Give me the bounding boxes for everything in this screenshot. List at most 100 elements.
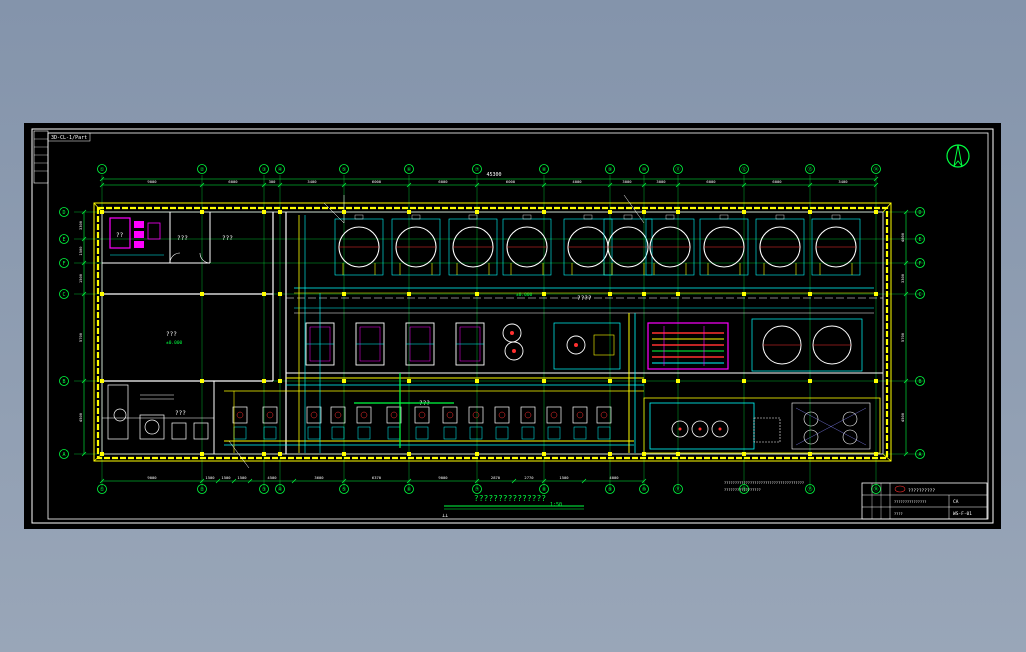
column-mark [475,452,479,456]
main-room-elevation: ±0.000 [516,292,533,298]
column-mark [874,292,878,296]
column-mark [542,292,546,296]
dimension-label: 3400 [838,179,848,184]
column-mark [407,210,411,214]
column-mark [608,292,612,296]
axis-bubble-label: ① [100,167,105,173]
column-mark [200,292,204,296]
dosing-unit [232,406,248,424]
column-mark [642,292,646,296]
overall-dimension-label: 45300 [486,172,501,178]
column-mark [100,292,104,296]
header-tag-block: 3D-CL-1/Part [33,130,91,184]
axis-bubble [871,164,881,174]
dimension-label: 1500 [237,475,247,480]
axis-bubble [539,164,549,174]
axis-bubble-label: ⑨ [608,167,613,173]
axis-bubble [404,164,414,174]
axis-bubble-label: ① [100,487,105,493]
axis-bubble [805,484,815,494]
axis-bubble [605,484,615,494]
axis-bubble [472,164,482,174]
axis-bubble [97,164,107,174]
dosing-unit [262,406,278,424]
dimension-label: 9000 [147,179,157,184]
dimension-label: 4000 [572,179,582,184]
right-mid-tanks [751,318,863,372]
dimension-label: 6000 [228,179,238,184]
dosing-unit [494,406,510,424]
column-mark [742,379,746,383]
axis-bubble [673,484,683,494]
dimension-label: 6000 [438,179,448,184]
dimension-label: 4000 [609,475,619,480]
column-mark [342,210,346,214]
column-mark [342,379,346,383]
column-mark [407,292,411,296]
column-mark [874,379,878,383]
column-mark [808,292,812,296]
scale-note: 1:50 [550,502,562,508]
dosing-unit [442,406,458,424]
column-mark [742,452,746,456]
axis-bubble [197,484,207,494]
column-mark [608,210,612,214]
axis-bubble-label: ③ [262,487,267,493]
piping-network [224,194,874,469]
axis-bubble [915,258,925,268]
dosing-unit [572,406,588,424]
title-stage: ???? [894,512,903,516]
axis-bubble-label: E [62,237,65,243]
inner-frame [47,132,989,520]
column-mark [262,210,266,214]
column-mark [475,292,479,296]
column-mark [407,379,411,383]
axis-bubble-label: ③ [262,167,267,173]
axis-bubble-label: C [62,292,65,298]
axis-bubble-label: ④ [278,167,283,173]
column-mark [262,292,266,296]
axis-bubble [915,449,925,459]
axis-bubble-label: ④ [278,487,283,493]
dimension-label: 3000 [622,179,632,184]
axis-bubble [739,484,749,494]
column-mark [808,452,812,456]
building-outline [93,202,892,462]
dosing-unit [306,406,322,424]
column-mark [542,452,546,456]
axis-bubble-label: F [918,261,921,267]
axis-bubble-label: A [918,452,921,458]
dosing-unit [468,406,484,424]
axis-bubble-label: ⑫ [741,166,746,173]
company-logo-icon [894,485,906,493]
axis-bubble-label: ⑧ [542,167,547,173]
axis-bubble-label: ⑩ [642,167,647,173]
axis-bubble [539,484,549,494]
axis-bubble [59,258,69,268]
axis-bubble [915,289,925,299]
sheet-title: ??????????????? [474,494,546,503]
axis-bubble-label: ⑦ [475,167,480,173]
column-mark [742,210,746,214]
north-arrow-icon [946,144,970,168]
axis-bubble [915,376,925,386]
axis-bubble [805,164,815,174]
axis-bubble-label: ⑦ [475,487,480,493]
dimension-label: 2870 [491,475,501,480]
axis-bubble [259,484,269,494]
axis-bubble-label: ⑩ [642,487,647,493]
dosing-unit [386,406,402,424]
axis-bubble [59,289,69,299]
axis-bubble [639,164,649,174]
axis-bubble-label: ⑤ [342,487,347,493]
dosing-unit [546,406,562,424]
title-drawing-number: WS-F-01 [953,511,972,517]
dimension-label: 9000 [438,475,448,480]
dimension-label: 6000 [772,179,782,184]
axis-bubble [275,164,285,174]
axis-bubble [339,484,349,494]
